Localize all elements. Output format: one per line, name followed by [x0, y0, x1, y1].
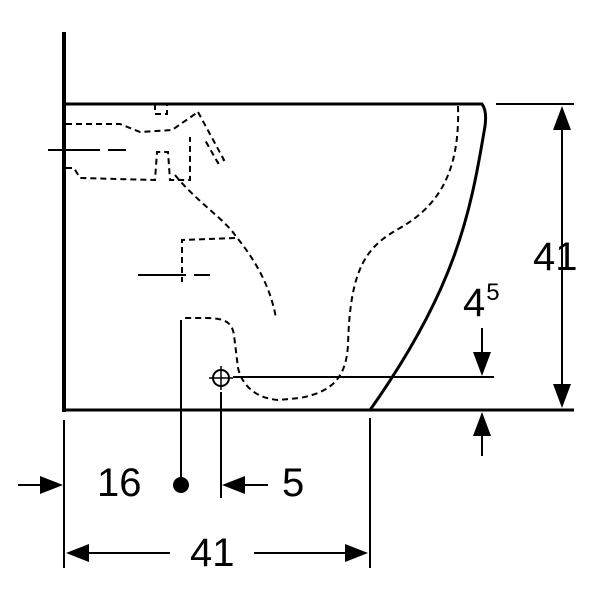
height-arrow-top [553, 106, 571, 130]
depth-dimension [66, 544, 368, 562]
depth-arrow-left [66, 544, 89, 562]
inner-bowl-hidden-line [182, 105, 460, 402]
drain-diameter-label: 5 [282, 461, 304, 505]
flush-hidden-line [197, 111, 226, 165]
outlet-height-label: 45 [463, 279, 500, 325]
siphon-hidden-line [174, 174, 277, 319]
outlet-height-arrow-up [473, 412, 491, 436]
centre-lines [48, 149, 210, 276]
drain-centre-dot [173, 477, 189, 493]
outlet-height-dimension [473, 328, 491, 456]
drain-diameter-arrow [222, 476, 245, 494]
height-dimension [496, 103, 574, 408]
inlet-bottom-hidden-line [66, 137, 191, 182]
drain-offset-label: 16 [97, 461, 142, 505]
inlet-top-hidden-line [66, 111, 199, 134]
bowl-outline [64, 102, 488, 411]
bottom-extension-lines [63, 320, 371, 568]
drain-offset-arrow [40, 476, 63, 494]
depth-arrow-right [345, 544, 368, 562]
depth-label: 41 [190, 531, 235, 575]
outlet-hidden-line [181, 237, 236, 282]
height-arrow-bottom [553, 384, 571, 408]
drain-diameter-dimension [222, 476, 268, 494]
drain-offset-dimension [18, 476, 189, 494]
hidden-lines [66, 104, 460, 402]
height-label: 41 [533, 235, 578, 279]
outlet-height-arrow-down [473, 352, 491, 376]
inlet-connector-hidden-line [154, 104, 168, 115]
drain-marker [209, 366, 233, 390]
